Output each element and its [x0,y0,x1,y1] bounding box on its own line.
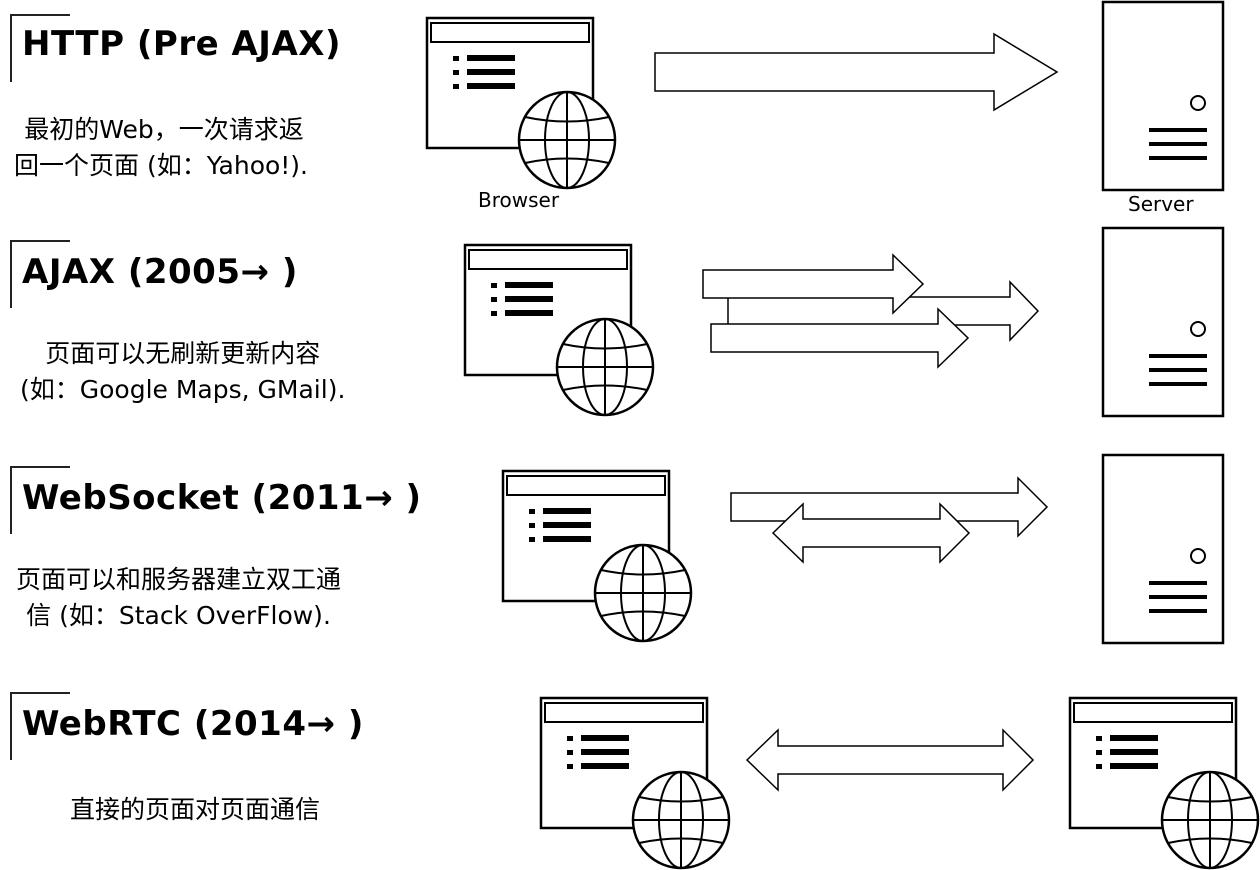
row3-desc-line2: 信 (如：Stack OverFlow). [26,601,331,630]
row3-title: WebSocket (2011→ ) [22,478,422,518]
row4-browser-right-icon [1070,698,1258,868]
row1-title: HTTP (Pre AJAX) [22,24,342,64]
row3-server-icon [1101,453,1225,645]
row4-bracket [10,692,70,760]
row3-description: 页面可以和服务器建立双工通 信 (如：Stack OverFlow). [16,562,341,634]
row2-server-icon [1101,226,1225,418]
row1-desc-line2: 回一个页面 (如：Yahoo!). [14,151,309,180]
row3-arrow-right [730,476,1049,538]
row4-arrow-bidirectional [745,728,1035,792]
row2-arrow-bottom [710,307,970,369]
row2-bracket [10,240,70,308]
row1-browser-icon [427,18,615,188]
row3-desc-line1: 页面可以和服务器建立双工通 [16,565,342,594]
row2-arrow-top [702,253,925,315]
row1-desc-line1: 最初的Web，一次请求返 [24,115,304,144]
row4-title: WebRTC (2014→ ) [22,704,364,744]
row3-bracket [10,466,70,534]
row1-description: 最初的Web，一次请求返 回一个页面 (如：Yahoo!). [14,112,308,184]
row2-browser-icon [465,245,653,415]
row4-description: 直接的页面对页面通信 [70,792,320,828]
row2-title: AJAX (2005→ ) [22,252,298,292]
row1-server-icon [1101,0,1225,192]
browser-caption: Browser [478,188,560,212]
row3-arrow-bidirectional [771,502,971,564]
row4-browser-left-icon [541,698,729,868]
row1-request-arrow [654,32,1059,112]
row2-description: 页面可以无刷新更新内容 (如：Google Maps, GMail). [20,336,345,408]
row4-desc-line1: 直接的页面对页面通信 [70,795,321,824]
row1-bracket [10,14,70,82]
server-caption: Server [1128,192,1194,216]
row3-browser-icon [503,471,691,641]
row2-desc-line1: 页面可以无刷新更新内容 [45,339,321,368]
row2-desc-line2: (如：Google Maps, GMail). [20,375,346,404]
